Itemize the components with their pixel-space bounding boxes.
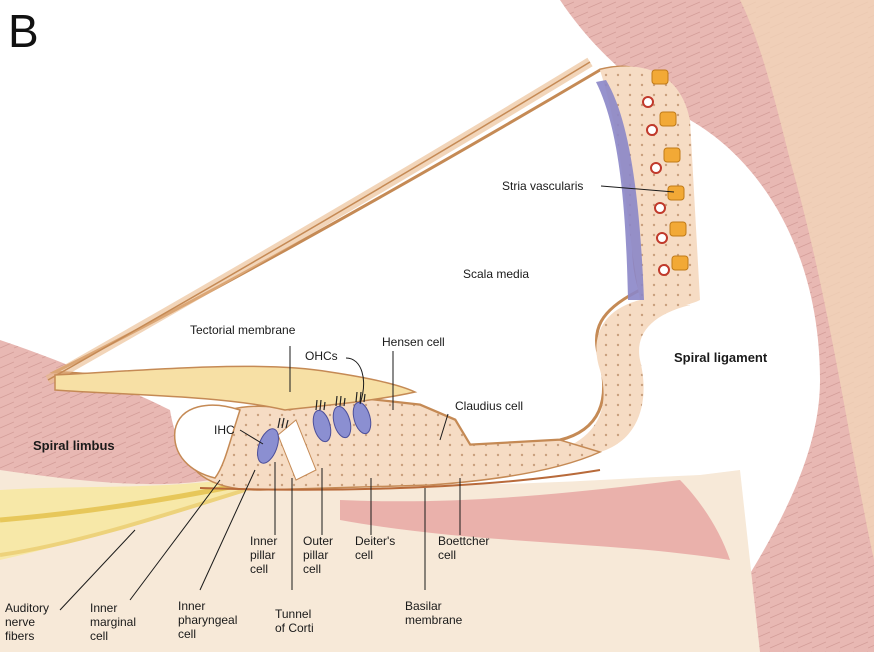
- label-line: cell: [250, 562, 268, 576]
- label-tunnel-of-corti: Tunnel of Corti: [275, 607, 315, 635]
- label-line: cell: [438, 548, 456, 562]
- label-line: pharyngeal: [178, 613, 237, 627]
- label-line: fibers: [5, 629, 34, 643]
- label-line: cell: [90, 629, 108, 643]
- label-line: cell: [355, 548, 373, 562]
- label-spiral-ligament: Spiral ligament: [674, 350, 768, 365]
- label-stria-vascularis: Stria vascularis: [502, 179, 583, 193]
- label-claudius-cell: Claudius cell: [455, 399, 523, 413]
- label-tectorial-membrane: Tectorial membrane: [190, 323, 296, 337]
- label-ohcs: OHCs: [305, 349, 338, 363]
- label-line: pillar: [303, 548, 328, 562]
- label-line: marginal: [90, 615, 136, 629]
- label-line: Outer: [303, 534, 333, 548]
- label-line: Inner: [250, 534, 277, 548]
- label-ihc: IHC: [214, 423, 235, 437]
- label-hensen-cell: Hensen cell: [382, 335, 445, 349]
- label-line: Deiter's: [355, 534, 395, 548]
- label-line: Boettcher: [438, 534, 489, 548]
- label-line: pillar: [250, 548, 275, 562]
- label-line: cell: [178, 627, 196, 641]
- label-scala-media: Scala media: [463, 267, 529, 281]
- label-line: Auditory: [5, 601, 49, 615]
- label-line: membrane: [405, 613, 463, 627]
- label-line: Tunnel: [275, 607, 311, 621]
- label-line: cell: [303, 562, 321, 576]
- label-spiral-limbus: Spiral limbus: [33, 438, 115, 453]
- label-line: Basilar: [405, 599, 442, 613]
- label-line: of Corti: [275, 621, 314, 635]
- label-line: nerve: [5, 615, 35, 629]
- label-line: Inner: [90, 601, 117, 615]
- label-line: Inner: [178, 599, 205, 613]
